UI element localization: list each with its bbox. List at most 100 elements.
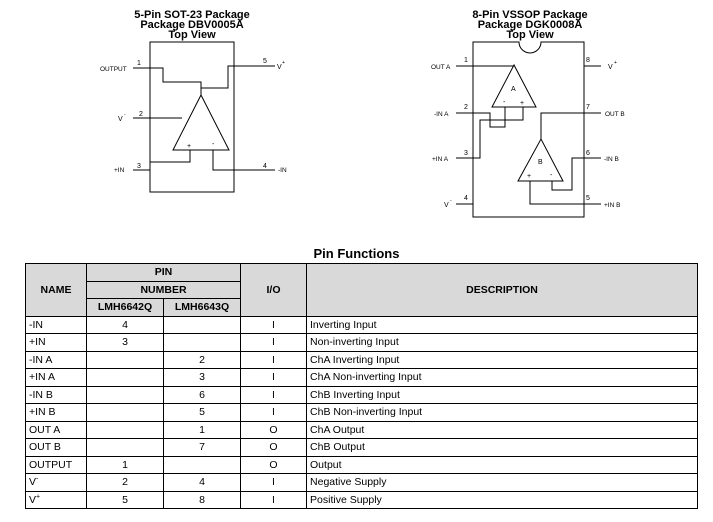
sot23-pin2-number: 2	[139, 111, 143, 118]
sot23-pin3-number: 3	[137, 163, 141, 170]
vssop-package-title: 8-Pin VSSOP Package Package DGK0008A Top…	[450, 10, 610, 41]
sot23-title-line2: Package DBV0005A	[140, 19, 244, 31]
header-lmh6643q: LMH6643Q	[162, 298, 242, 317]
io-cell: O	[240, 455, 308, 474]
sot23-title-line1: 5-Pin SOT-23 Package	[134, 9, 250, 21]
pin-name-cell: -IN A	[25, 350, 87, 369]
description-cell: Inverting Input	[306, 315, 699, 334]
header-lmh6642q: LMH6642Q	[86, 298, 164, 317]
io-cell: I	[240, 473, 308, 492]
pin-name-cell: +IN	[25, 333, 87, 352]
sot23-pin5-number: 5	[263, 58, 267, 65]
vssop-amp-a-minus: -	[503, 99, 506, 106]
io-cell: I	[240, 315, 308, 334]
vssop-pin7-number: 7	[586, 104, 590, 111]
lmh6643q-pin-cell: 2	[162, 350, 242, 369]
lmh6642q-pin-cell	[86, 385, 164, 404]
lmh6642q-pin-cell	[86, 368, 164, 387]
lmh6643q-pin-cell: 7	[162, 438, 242, 457]
sot23-title-line3: Top View	[168, 29, 216, 41]
lmh6643q-pin-cell: 8	[162, 490, 242, 509]
vssop-pin6-label: -IN B	[604, 156, 619, 163]
sot23-pin4-label: -IN	[278, 167, 287, 174]
sot23-pin1-label: OUTPUT	[100, 66, 127, 73]
io-cell: I	[240, 490, 308, 509]
io-cell: O	[240, 438, 308, 457]
vssop-package-body	[472, 41, 585, 218]
sot23-package-title: 5-Pin SOT-23 Package Package DBV0005A To…	[112, 9, 272, 41]
vssop-pin8-number: 8	[586, 57, 590, 64]
header-io: I/O	[240, 263, 308, 317]
description-cell: Negative Supply	[306, 473, 699, 492]
pin-name-cell: V-	[25, 473, 87, 492]
vssop-title-line2: Package DGK0008A	[477, 19, 583, 31]
supply-polarity-superscript: +	[36, 493, 41, 501]
vssop-pin4-label: V	[444, 202, 449, 209]
vssop-pin6-number: 6	[586, 150, 590, 157]
vssop-pin1-label: OUT A	[431, 64, 451, 71]
io-cell: I	[240, 403, 308, 422]
io-cell: I	[240, 368, 308, 387]
vssop-pin5-number: 5	[586, 195, 590, 202]
lmh6642q-pin-cell: 1	[86, 455, 164, 474]
lmh6643q-pin-cell	[162, 315, 242, 334]
vssop-opamp-b-symbol	[517, 137, 564, 182]
vssop-pin4-number: 4	[464, 195, 468, 202]
sot23-pin5-label: V	[277, 64, 282, 71]
sot23-pin2-label: V	[118, 116, 123, 123]
vssop-pin2-label: -IN A	[434, 111, 449, 118]
header-description: DESCRIPTION	[306, 263, 699, 317]
description-cell: Output	[306, 455, 699, 474]
header-name: NAME	[25, 263, 87, 317]
sot23-pin3-label: +IN	[114, 167, 125, 174]
sot23-minus-sign: -	[212, 141, 215, 148]
vssop-amp-b-label: B	[538, 159, 543, 166]
lmh6643q-pin-cell	[162, 455, 242, 474]
vssop-amp-a-label: A	[511, 86, 516, 93]
io-cell: O	[240, 420, 308, 439]
lmh6642q-pin-cell: 3	[86, 333, 164, 352]
pin-name-cell: -IN	[25, 315, 87, 334]
vssop-amp-a-plus: +	[520, 100, 524, 107]
pin-functions-title: Pin Functions	[313, 246, 400, 261]
lmh6642q-pin-cell	[86, 438, 164, 457]
pin-name-cell: +IN A	[25, 368, 87, 387]
sot23-pin4-number: 4	[263, 163, 267, 170]
header-pin: PIN	[85, 263, 242, 282]
lmh6643q-pin-cell	[162, 333, 242, 352]
vssop-pin3-label: +IN A	[432, 156, 449, 163]
vssop-pin4-sup: -	[450, 198, 452, 204]
description-cell: ChB Output	[306, 438, 699, 457]
pin-name-cell: +IN B	[25, 403, 87, 422]
vssop-pin7-label: OUT B	[605, 111, 625, 118]
lmh6642q-pin-cell	[86, 420, 164, 439]
supply-polarity-superscript: -	[36, 475, 39, 483]
sot23-plus-sign: +	[187, 143, 191, 150]
sot23-pin1-number: 1	[137, 60, 141, 67]
lmh6643q-pin-cell: 3	[162, 368, 242, 387]
vssop-pin2-number: 2	[464, 104, 468, 111]
lmh6643q-pin-cell: 5	[162, 403, 242, 422]
sot23-package-body	[149, 41, 235, 193]
vssop-title-line3: Top View	[506, 29, 554, 41]
lmh6642q-pin-cell: 4	[86, 315, 164, 334]
lmh6642q-pin-cell: 5	[86, 490, 164, 509]
pin-name-cell: OUT A	[25, 420, 87, 439]
description-cell: ChA Inverting Input	[306, 350, 699, 369]
sot23-pin2-sup: -	[124, 112, 126, 118]
pin-name-cell: V+	[25, 490, 87, 509]
io-cell: I	[240, 385, 308, 404]
